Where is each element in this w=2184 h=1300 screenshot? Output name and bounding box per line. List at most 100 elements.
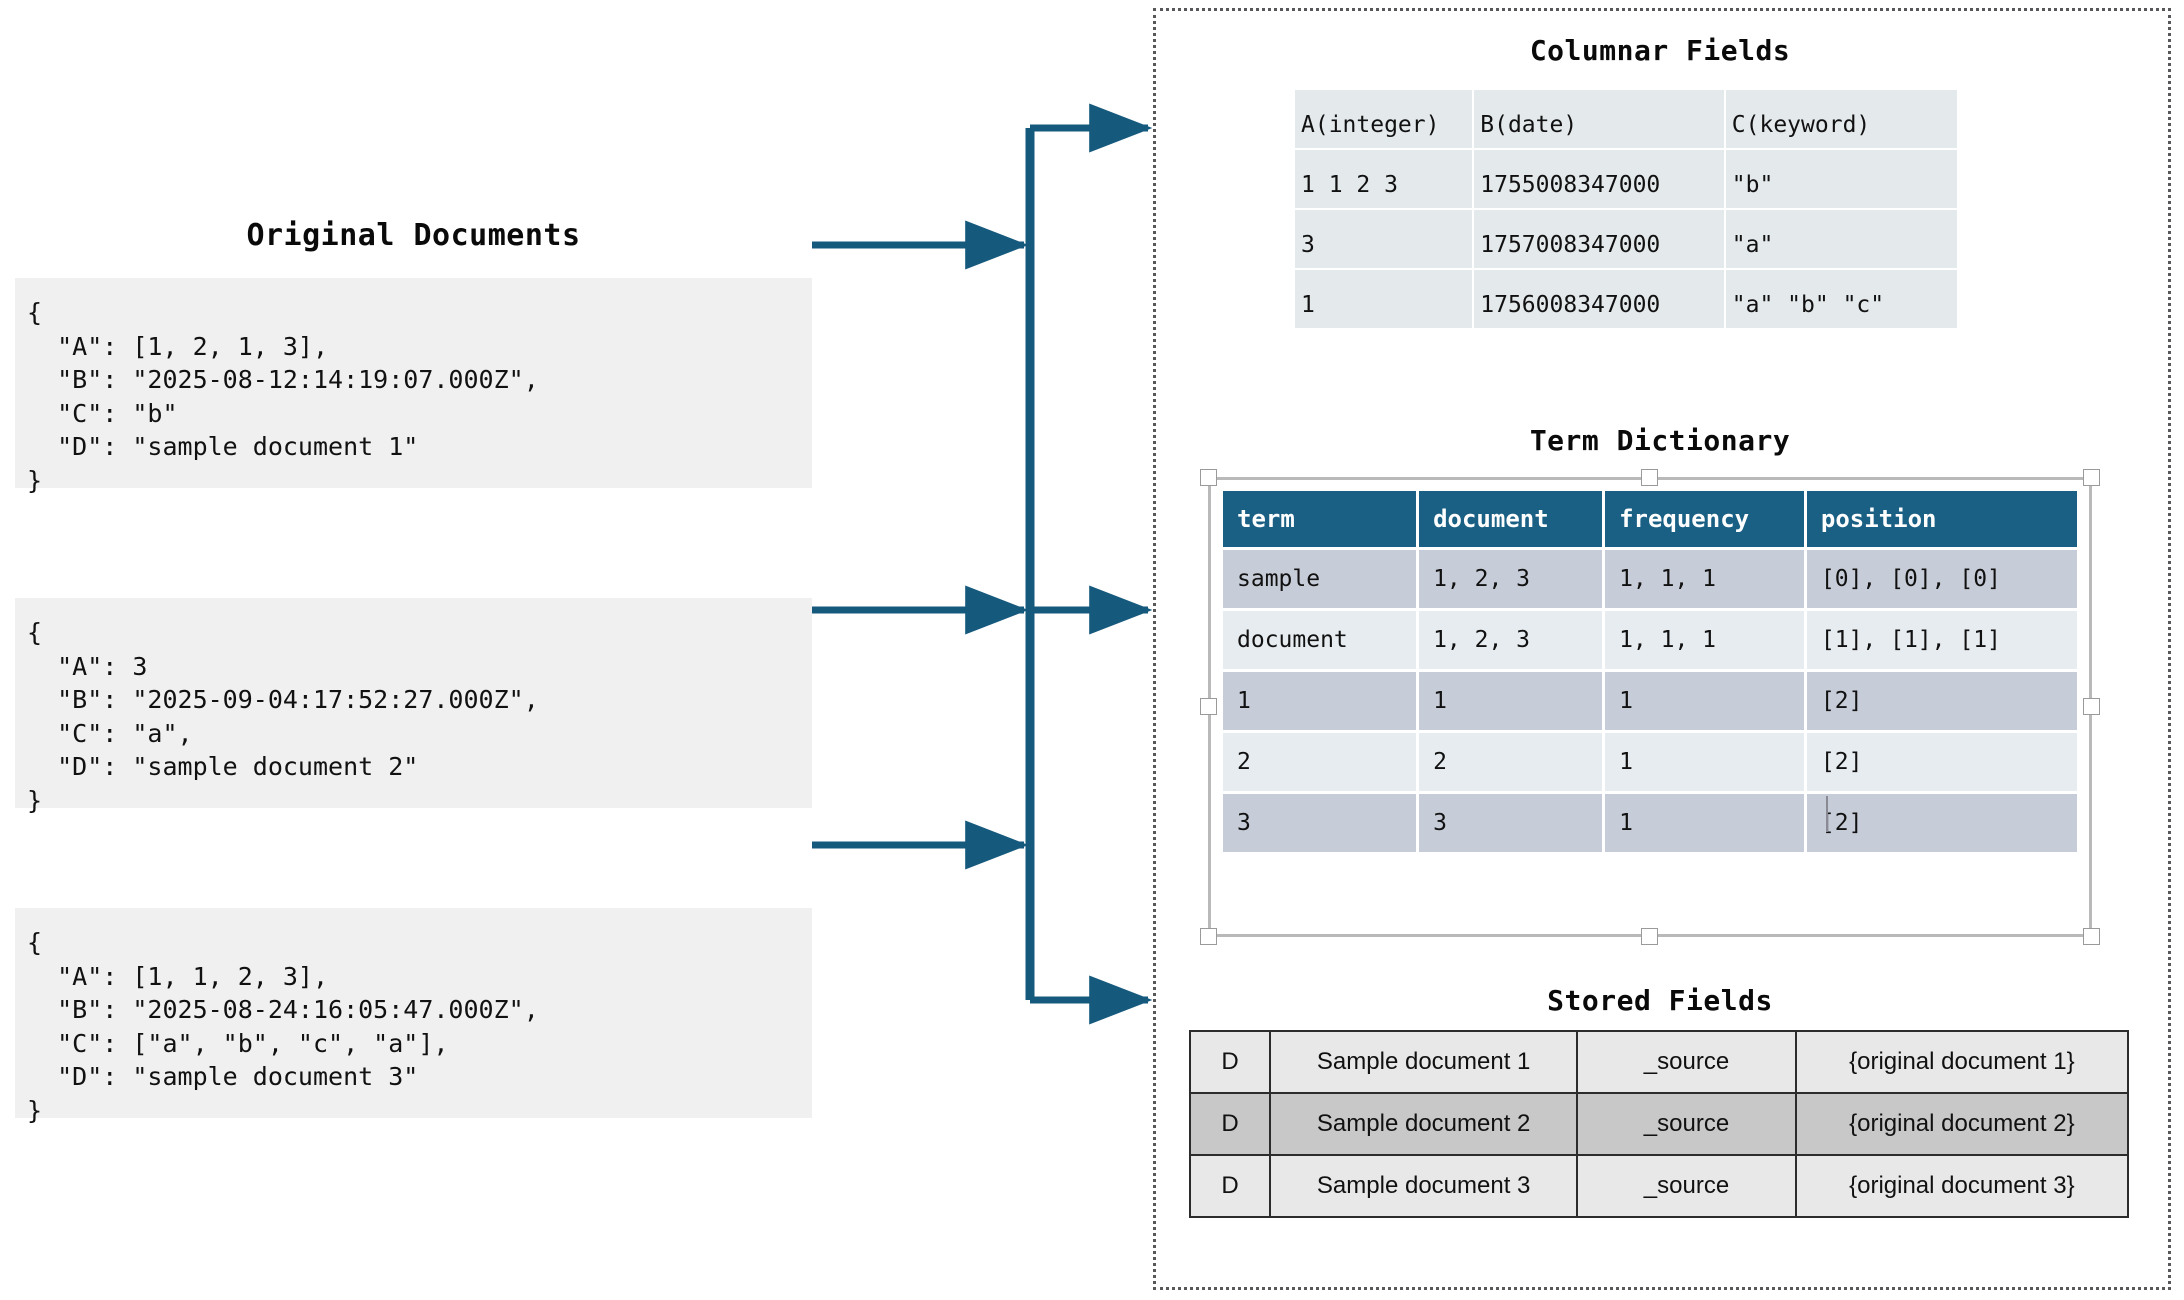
document-line: "B": "2025-08-12:14:19:07.000Z", bbox=[27, 365, 539, 394]
document-line: { bbox=[27, 298, 43, 327]
columnar-fields-table[interactable]: A(integer) B(date) C(keyword) 1 1 2 3 17… bbox=[1293, 88, 1959, 330]
cell-position[interactable]: [1], [1], [1] bbox=[1806, 611, 2077, 669]
cell-term[interactable]: 2 bbox=[1223, 733, 1417, 791]
term-dictionary-selection[interactable]: term document frequency position sample … bbox=[1200, 469, 2100, 945]
document-line: "A": 3 bbox=[27, 651, 148, 681]
resize-handle-bottom-right[interactable] bbox=[2083, 928, 2100, 945]
cell-field-key: D bbox=[1188, 1154, 1272, 1218]
cell-c: "a" "b" "c" bbox=[1725, 270, 1957, 328]
table-row[interactable]: sample 1, 2, 3 1, 1, 1 [0], [0], [0] bbox=[1223, 550, 2077, 608]
document-line: "A": [1, 1, 2, 3], bbox=[27, 961, 329, 991]
cell-field-value: Sample document 2 bbox=[1269, 1092, 1579, 1156]
cell-b: 1755008347000 bbox=[1474, 150, 1724, 208]
cell-document[interactable]: 1 bbox=[1419, 672, 1603, 730]
cell-b: 1756008347000 bbox=[1474, 270, 1724, 328]
document-box-2[interactable]: { "A": 3 "B": "2025-09-04:17:52:27.000Z"… bbox=[15, 598, 812, 815]
document-line: "B": "2025-09-04:17:52:27.000Z", bbox=[27, 685, 539, 714]
table-row[interactable]: 1 1 1 [2] bbox=[1223, 672, 2077, 730]
cell-position[interactable]: [2] bbox=[1806, 733, 2077, 791]
table-row[interactable]: D Sample document 1 _source {original do… bbox=[1188, 1030, 2130, 1094]
cell-a: 3 bbox=[1295, 210, 1473, 268]
document-box-3[interactable]: { "A": [1, 1, 2, 3], "B": "2025-08-24:16… bbox=[15, 908, 812, 1125]
cell-document[interactable]: 3 bbox=[1419, 794, 1603, 852]
table-row[interactable]: 2 2 1 [2] bbox=[1223, 733, 2077, 791]
document-line: "C": "b" bbox=[27, 398, 178, 428]
cell-term[interactable]: sample bbox=[1223, 550, 1417, 608]
cell-field-value: Sample document 1 bbox=[1269, 1030, 1579, 1094]
cell-document[interactable]: 1, 2, 3 bbox=[1419, 611, 1603, 669]
resize-handle-bottom-center[interactable] bbox=[1641, 928, 1658, 945]
document-line: } bbox=[27, 465, 43, 495]
column-header-b: B(date) bbox=[1474, 90, 1724, 148]
cell-source-value: {original document 3} bbox=[1794, 1154, 2130, 1218]
resize-handle-middle-left[interactable] bbox=[1200, 698, 1217, 715]
table-row: 1 1756008347000 "a" "b" "c" bbox=[1295, 270, 1957, 328]
resize-handle-top-center[interactable] bbox=[1641, 469, 1658, 486]
cell-source-value: {original document 1} bbox=[1794, 1030, 2130, 1094]
original-documents-title: Original Documents bbox=[246, 218, 581, 253]
original-documents-panel: Original Documents { "A": [1, 2, 1, 3], … bbox=[15, 218, 812, 1125]
cell-document[interactable]: 2 bbox=[1419, 733, 1603, 791]
term-dictionary-title: Term Dictionary bbox=[1529, 424, 1791, 457]
table-row-header: A(integer) B(date) C(keyword) bbox=[1295, 90, 1957, 148]
document-line: "D": "sample document 2" bbox=[27, 752, 419, 781]
cell-frequency[interactable]: 1, 1, 1 bbox=[1605, 550, 1804, 608]
cell-frequency[interactable]: 1 bbox=[1605, 733, 1804, 791]
cell-term[interactable]: 1 bbox=[1223, 672, 1417, 730]
cell-term[interactable]: 3 bbox=[1223, 794, 1417, 852]
document-line: } bbox=[27, 1095, 43, 1125]
text-cursor-caret bbox=[1826, 796, 1828, 832]
stored-fields-title: Stored Fields bbox=[1547, 984, 1773, 1017]
resize-handle-top-right[interactable] bbox=[2083, 469, 2100, 486]
cell-frequency[interactable]: 1 bbox=[1605, 672, 1804, 730]
column-header-c: C(keyword) bbox=[1725, 90, 1957, 148]
cell-term[interactable]: document bbox=[1223, 611, 1417, 669]
column-header-position[interactable]: position bbox=[1806, 491, 2077, 547]
cell-source-key: _source bbox=[1576, 1030, 1797, 1094]
cell-field-key: D bbox=[1188, 1092, 1272, 1156]
cell-position[interactable]: [0], [0], [0] bbox=[1806, 550, 2077, 608]
document-line: { bbox=[27, 618, 43, 647]
cell-frequency[interactable]: 1, 1, 1 bbox=[1605, 611, 1804, 669]
cell-position[interactable]: [2] bbox=[1806, 672, 2077, 730]
table-row: 3 1757008347000 "a" bbox=[1295, 210, 1957, 268]
cell-source-value: {original document 2} bbox=[1794, 1092, 2130, 1156]
document-line: "B": "2025-08-24:16:05:47.000Z", bbox=[27, 995, 539, 1024]
column-header-term[interactable]: term bbox=[1223, 491, 1417, 547]
table-row[interactable]: 3 3 1 [2] bbox=[1223, 794, 2077, 852]
table-row: 1 1 2 3 1755008347000 "b" bbox=[1295, 150, 1957, 208]
document-box-1[interactable]: { "A": [1, 2, 1, 3], "B": "2025-08-12:14… bbox=[15, 278, 812, 495]
table-row-header: term document frequency position bbox=[1223, 491, 2077, 547]
cell-a: 1 1 2 3 bbox=[1295, 150, 1473, 208]
document-line: "C": "a", bbox=[27, 718, 193, 748]
cell-field-value: Sample document 3 bbox=[1269, 1154, 1579, 1218]
cell-document[interactable]: 1, 2, 3 bbox=[1419, 550, 1603, 608]
table-row[interactable]: D Sample document 2 _source {original do… bbox=[1188, 1092, 2130, 1156]
cell-a: 1 bbox=[1295, 270, 1473, 328]
cell-source-key: _source bbox=[1576, 1092, 1797, 1156]
column-header-a: A(integer) bbox=[1295, 90, 1473, 148]
index-structures-container bbox=[1153, 8, 2171, 1290]
cell-b: 1757008347000 bbox=[1474, 210, 1724, 268]
columnar-fields-title: Columnar Fields bbox=[1529, 34, 1791, 67]
resize-handle-top-left[interactable] bbox=[1200, 469, 1217, 486]
cell-c: "a" bbox=[1725, 210, 1957, 268]
column-header-document[interactable]: document bbox=[1419, 491, 1603, 547]
document-line: { bbox=[27, 928, 43, 957]
column-header-frequency[interactable]: frequency bbox=[1605, 491, 1804, 547]
document-line: "D": "sample document 3" bbox=[27, 1062, 419, 1091]
resize-handle-middle-right[interactable] bbox=[2083, 698, 2100, 715]
resize-handle-bottom-left[interactable] bbox=[1200, 928, 1217, 945]
cell-source-key: _source bbox=[1576, 1154, 1797, 1218]
cell-c: "b" bbox=[1725, 150, 1957, 208]
term-dictionary-table[interactable]: term document frequency position sample … bbox=[1220, 488, 2080, 855]
cell-position[interactable]: [2] bbox=[1806, 794, 2077, 852]
document-line: "C": ["a", "b", "c", "a"], bbox=[27, 1028, 449, 1058]
document-line: "A": [1, 2, 1, 3], bbox=[27, 331, 329, 361]
cell-field-key: D bbox=[1188, 1030, 1272, 1094]
table-row[interactable]: D Sample document 3 _source {original do… bbox=[1188, 1154, 2130, 1218]
document-line: } bbox=[27, 785, 43, 815]
table-row[interactable]: document 1, 2, 3 1, 1, 1 [1], [1], [1] bbox=[1223, 611, 2077, 669]
cell-frequency[interactable]: 1 bbox=[1605, 794, 1804, 852]
stored-fields-table[interactable]: D Sample document 1 _source {original do… bbox=[1188, 1030, 2130, 1218]
